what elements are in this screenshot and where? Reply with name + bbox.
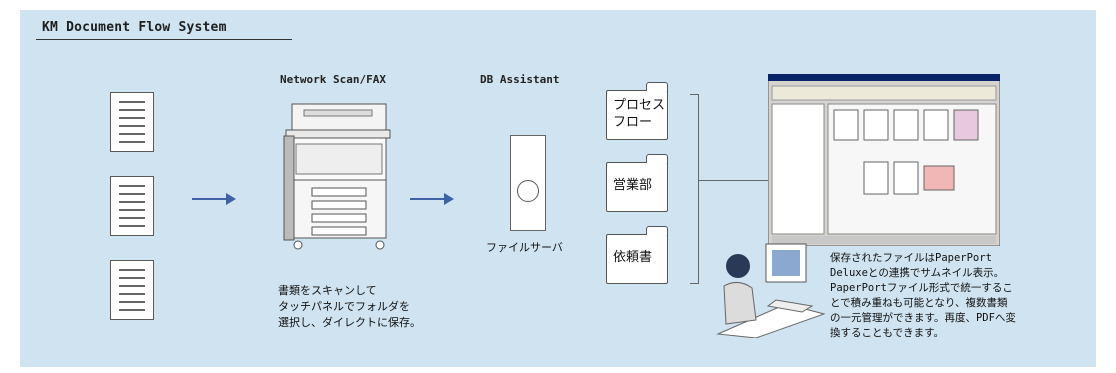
file-server-icon	[510, 135, 546, 231]
flow-arrow-icon	[410, 193, 454, 205]
flow-arrow-icon	[192, 193, 236, 205]
paper-document-icon	[110, 92, 154, 152]
page-title: KM Document Flow System	[42, 20, 227, 35]
paperport-caption: 保存されたファイルはPaperPort Deluxeとの連携でサムネイル表示。 …	[830, 252, 1016, 339]
db-assistant-label: DB Assistant	[480, 73, 560, 86]
connector-line	[698, 180, 768, 181]
file-server-label: ファイルサーバ	[486, 241, 563, 254]
folder-requests: 依頼書	[606, 226, 668, 284]
folder-process-flow: プロセス フロー	[606, 82, 668, 140]
folder-group-bracket	[690, 94, 699, 284]
folder-sales: 営業部	[606, 154, 668, 212]
paperport-window-thumbnail	[768, 74, 1000, 246]
paper-document-icon	[110, 176, 154, 236]
scan-caption: 書類をスキャンして タッチパネルでフォルダを 選択し、ダイレクトに保存。	[278, 284, 421, 329]
scan-label: Network Scan/FAX	[280, 73, 386, 86]
person-at-computer-icon	[716, 238, 826, 338]
title-underline	[36, 39, 292, 40]
paper-document-icon	[110, 260, 154, 320]
multifunction-printer-icon	[282, 100, 394, 252]
